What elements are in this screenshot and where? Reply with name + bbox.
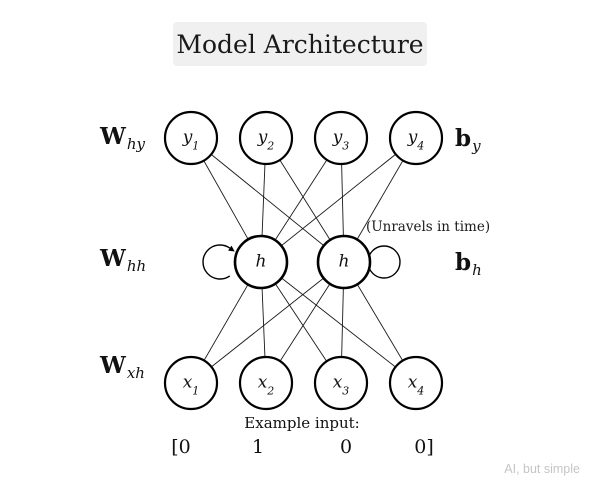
node-var: x xyxy=(407,372,418,393)
example-value-3: 0 xyxy=(339,436,353,458)
example-input-caption: Example input: xyxy=(244,414,360,432)
weight-label-why: Why xyxy=(100,123,145,152)
node-label-x4: x4 xyxy=(407,372,425,397)
node-circle-x4 xyxy=(388,355,444,411)
node-label-y4: y4 xyxy=(407,127,425,152)
node-subscript: 1 xyxy=(192,139,200,153)
unravels-annotation: (Unravels in time) xyxy=(366,219,491,235)
weight-label-wxh: Wxh xyxy=(100,352,145,381)
node-circle-x2 xyxy=(238,355,294,411)
hidden-layer-circles xyxy=(233,234,372,290)
example-value-1: [0 xyxy=(171,436,191,458)
output-layer-circles xyxy=(163,110,444,166)
bias-base: b xyxy=(455,249,472,276)
edges-hidden-to-output xyxy=(190,137,417,263)
diagram-title: Model Architecture xyxy=(173,22,427,66)
example-value-2: 1 xyxy=(251,436,265,458)
node-var: x xyxy=(332,372,343,393)
bias-label-bh: bh xyxy=(455,249,482,278)
node-circle-x3 xyxy=(313,355,369,411)
node-var: h xyxy=(338,251,350,272)
node-circle-y4 xyxy=(388,110,444,166)
node-circle-x1 xyxy=(163,355,219,411)
self-loop-left xyxy=(202,244,231,280)
bias-base: b xyxy=(455,125,472,152)
node-subscript: 2 xyxy=(267,384,275,398)
bias-subscript: y xyxy=(472,137,481,155)
node-var: y xyxy=(332,127,343,148)
node-var: y xyxy=(182,127,193,148)
node-circle-h2 xyxy=(316,234,372,290)
self-loop-right xyxy=(367,245,401,279)
node-label-y2: y2 xyxy=(257,127,275,152)
node-label-h1: h xyxy=(255,251,267,272)
node-subscript: 4 xyxy=(417,139,425,153)
node-var: x xyxy=(257,372,268,393)
node-circle-y3 xyxy=(313,110,369,166)
node-var: y xyxy=(407,127,418,148)
node-circle-h1 xyxy=(233,234,289,290)
weight-base: W xyxy=(100,123,126,150)
node-label-x3: x3 xyxy=(332,372,350,397)
edges-input-to-hidden xyxy=(190,261,417,384)
node-subscript: 4 xyxy=(417,384,425,398)
node-subscript: 2 xyxy=(267,139,275,153)
weight-label-whh: Whh xyxy=(100,245,146,274)
node-circle-y1 xyxy=(163,110,219,166)
node-subscript: 1 xyxy=(192,384,200,398)
node-label-x1: x1 xyxy=(182,372,200,397)
node-circle-y2 xyxy=(238,110,294,166)
self-loop-arrowhead-icon xyxy=(228,245,235,252)
weight-base: W xyxy=(100,352,126,379)
example-value-4: 0] xyxy=(414,436,434,458)
node-var: x xyxy=(182,372,193,393)
node-label-y1: y1 xyxy=(182,127,200,152)
input-layer-circles xyxy=(163,355,444,411)
weight-base: W xyxy=(100,245,126,272)
node-var: y xyxy=(257,127,268,148)
node-label-x2: x2 xyxy=(257,372,275,397)
node-var: h xyxy=(255,251,267,272)
watermark: AI, but simple xyxy=(504,462,580,476)
node-subscript: 3 xyxy=(342,384,350,398)
bias-subscript: h xyxy=(472,261,482,279)
node-label-h2: h xyxy=(338,251,350,272)
weight-subscript: xh xyxy=(126,364,145,382)
node-label-y3: y3 xyxy=(332,127,350,152)
weight-subscript: hy xyxy=(126,135,145,153)
node-subscript: 3 xyxy=(342,139,350,153)
weight-subscript: hh xyxy=(126,257,147,275)
bias-label-by: by xyxy=(455,125,481,154)
